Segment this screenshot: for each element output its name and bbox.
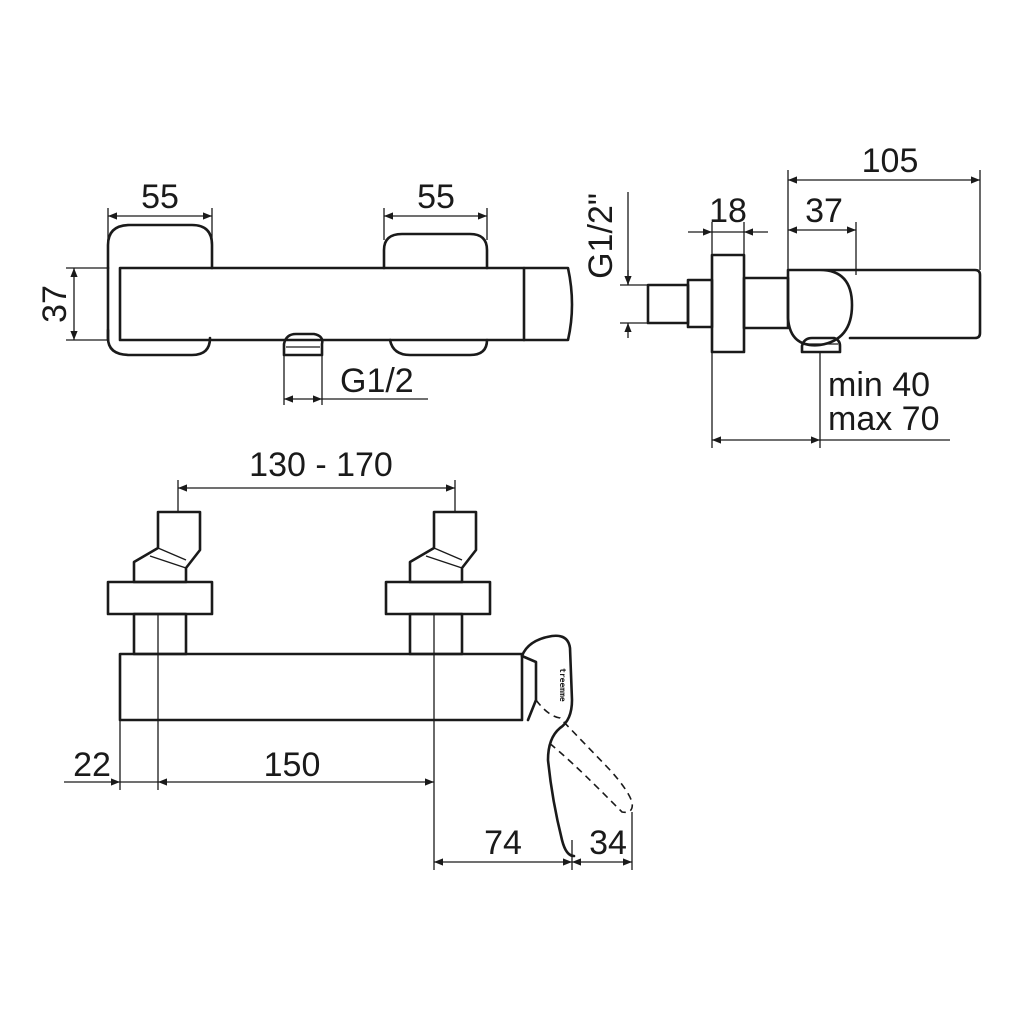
- top-right-escutcheon: [382, 232, 489, 357]
- brand-logo: treemme: [558, 668, 567, 702]
- dim-side-flange: 18: [709, 192, 747, 230]
- front-right-eccentric: [408, 510, 478, 584]
- top-view: 55 55 37 G1/2: [36, 178, 574, 405]
- dim-side-handle: 37: [805, 192, 843, 230]
- dim-front-center: 150: [264, 746, 321, 784]
- dim-top-right-width: 55: [417, 178, 455, 216]
- dim-front-spout: 74: [484, 824, 522, 862]
- side-neck: [742, 276, 790, 330]
- side-view: 105 18 37 G1/2" min 40 max 70: [582, 142, 982, 448]
- dim-top-height: 37: [36, 285, 74, 323]
- dim-side-max: max 70: [828, 400, 940, 438]
- front-lever: [520, 634, 576, 858]
- front-lever-rotated: [535, 699, 634, 814]
- side-threaded-pipe: [646, 283, 690, 325]
- side-outlet: [800, 336, 842, 354]
- front-left-escutcheon: [106, 580, 214, 616]
- dim-top-left-width: 55: [141, 178, 179, 216]
- front-view: treemme 130 - 170 22 150 74 34: [64, 446, 634, 870]
- dim-front-lever: 34: [589, 824, 627, 862]
- side-nut: [686, 278, 714, 329]
- front-left-stem: [132, 612, 188, 656]
- side-body: [786, 268, 982, 347]
- front-left-eccentric: [132, 510, 202, 584]
- front-body: [118, 652, 524, 722]
- dim-top-outlet: G1/2: [340, 362, 414, 400]
- dim-front-left: 22: [73, 746, 111, 784]
- dim-side-total: 105: [862, 142, 919, 180]
- dim-front-spacing: 130 - 170: [249, 446, 393, 484]
- top-body: [118, 266, 574, 342]
- dim-side-min: min 40: [828, 366, 930, 404]
- top-left-escutcheon: [106, 223, 214, 357]
- front-right-stem: [408, 612, 464, 656]
- front-right-escutcheon: [384, 580, 492, 616]
- top-outlet: [282, 332, 324, 357]
- side-flange: [710, 253, 746, 354]
- dim-side-thread: G1/2": [582, 193, 620, 279]
